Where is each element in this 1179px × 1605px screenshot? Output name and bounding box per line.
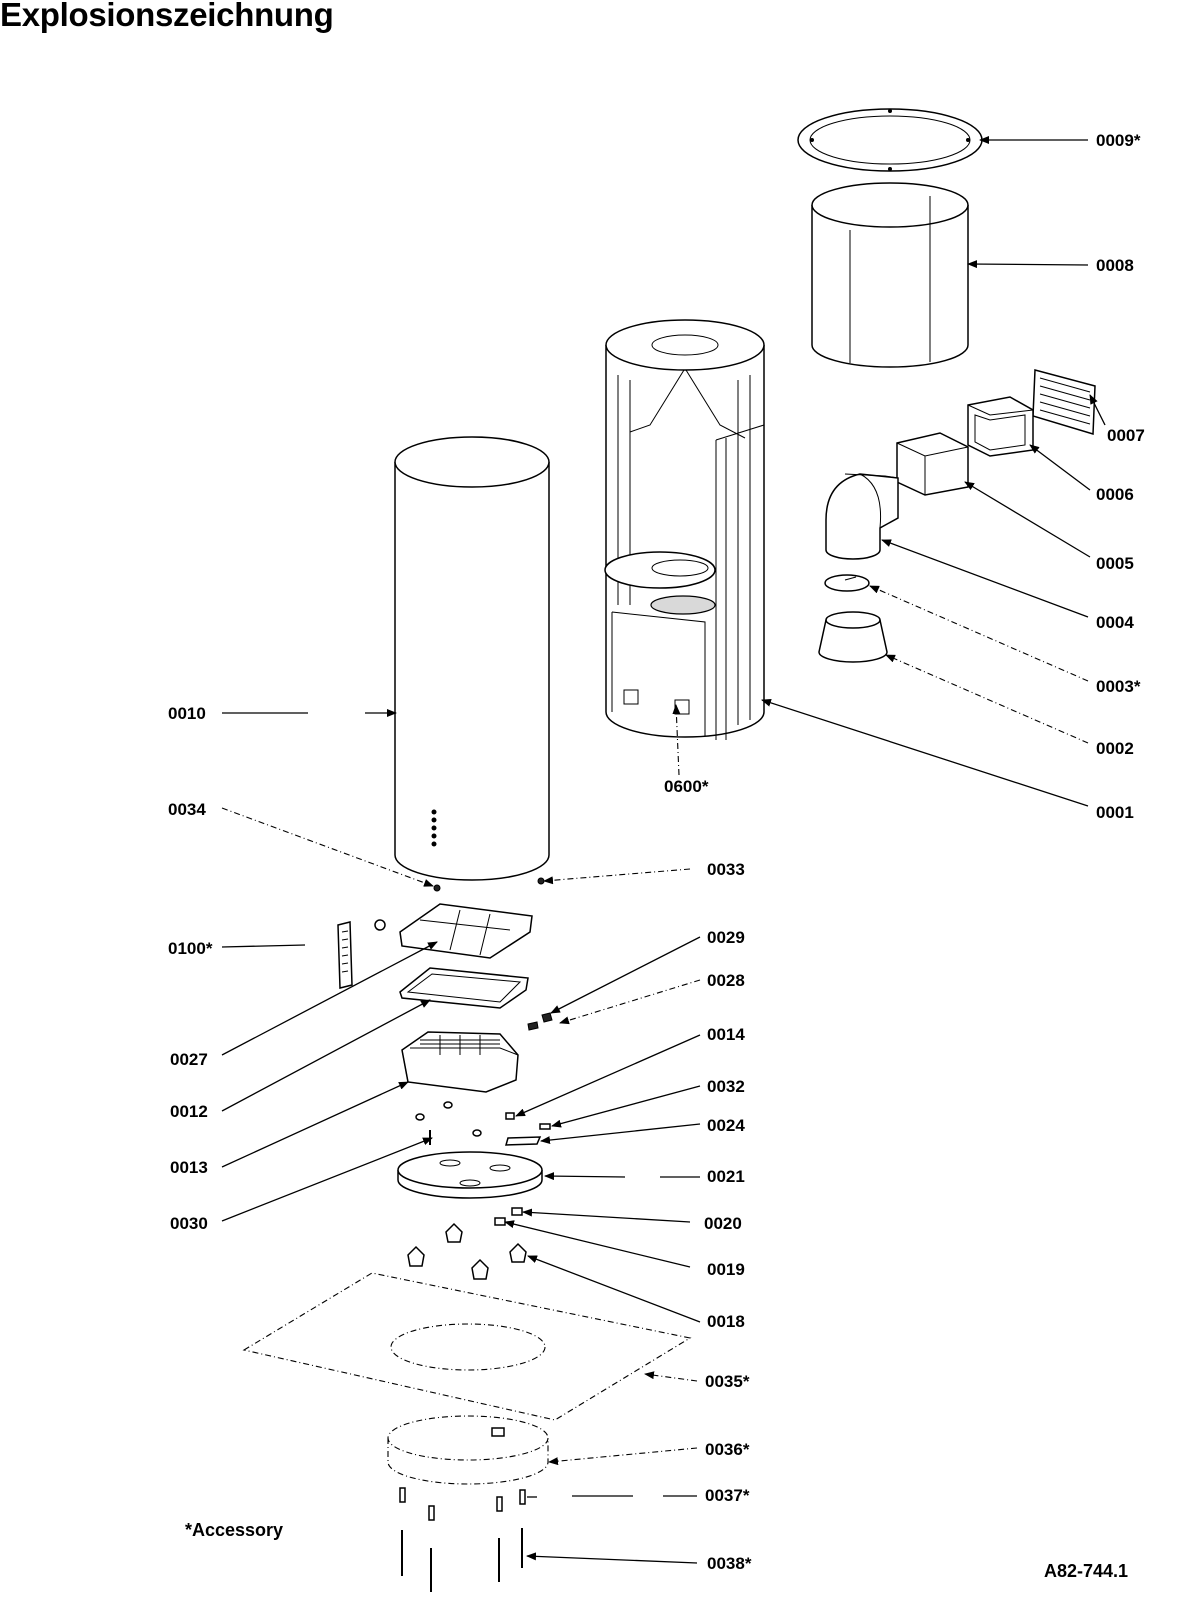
part-0012-plate (399, 967, 529, 1009)
part-0014-clip (505, 1112, 515, 1120)
part-0009-ring (797, 108, 983, 172)
part-0001-frame (604, 319, 765, 740)
part-0038-screws (401, 1528, 523, 1592)
part-0024-board (504, 1136, 542, 1146)
label-0009: 0009* (1096, 131, 1141, 150)
label-0024: 0024 (707, 1116, 745, 1135)
part-0005-duct (896, 432, 969, 496)
part-0027-filter (399, 903, 533, 959)
label-0037: 0037* (705, 1486, 750, 1505)
control-indicator-dots (431, 809, 437, 847)
part-knob (374, 919, 386, 931)
part-0021-base (397, 1151, 543, 1199)
leader-lines (221, 136, 1106, 1564)
part-0007-grille (1032, 369, 1096, 435)
label-0033: 0033 (707, 860, 745, 879)
label-0032: 0032 (707, 1077, 745, 1096)
part-0020-switch (511, 1207, 523, 1216)
part-0100-remote (337, 921, 353, 989)
label-0028: 0028 (707, 971, 745, 990)
accessory-note: *Accessory (185, 1520, 283, 1540)
label-0007: 0007 (1107, 426, 1145, 445)
label-0100: 0100* (168, 939, 213, 958)
label-0029: 0029 (707, 928, 745, 947)
label-0013: 0013 (170, 1158, 208, 1177)
part-0033-screw (537, 877, 545, 885)
part-0028-connector (527, 1021, 539, 1031)
label-0038: 0038* (707, 1554, 752, 1573)
part-0036-ring (387, 1415, 549, 1485)
label-0002: 0002 (1096, 739, 1134, 758)
part-0010-tube (394, 436, 550, 881)
label-0014: 0014 (707, 1025, 745, 1044)
part-0037-plugs (399, 1487, 526, 1521)
part-0035-plate (242, 1272, 692, 1421)
part-0004-elbow (825, 473, 899, 560)
label-0600: 0600* (664, 777, 709, 796)
part-0002-adapter (818, 611, 888, 663)
part-0018-lamps (407, 1222, 527, 1280)
label-0036: 0036* (705, 1440, 750, 1459)
label-0020: 0020 (704, 1214, 742, 1233)
label-0006: 0006 (1096, 485, 1134, 504)
label-0001: 0001 (1096, 803, 1134, 822)
part-0034-screw (433, 884, 441, 892)
part-spacer (415, 1113, 425, 1121)
part-0029-connector (541, 1012, 553, 1023)
label-0034: 0034 (168, 800, 206, 819)
part-0008-sleeve (811, 182, 969, 368)
label-0019: 0019 (707, 1260, 745, 1279)
label-0018: 0018 (707, 1312, 745, 1331)
label-0035: 0035* (705, 1372, 750, 1391)
part-0032-bracket (539, 1123, 551, 1130)
page-title: Explosionszeichnung (0, 0, 334, 33)
label-0010: 0010 (168, 704, 206, 723)
part-0003-disc (824, 574, 870, 592)
label-0008: 0008 (1096, 256, 1134, 275)
label-0030: 0030 (170, 1214, 208, 1233)
label-0003: 0003* (1096, 677, 1141, 696)
label-0021: 0021 (707, 1167, 745, 1186)
part-0019-switch (494, 1217, 506, 1226)
part-spacer (472, 1129, 482, 1137)
part-0006-damper-box (967, 396, 1034, 457)
part-0013-housing (401, 1031, 519, 1093)
part-labels: 0009* 0008 0007 0006 0005 0004 0003* 000… (168, 131, 1145, 1573)
drawing-number: A82-744.1 (1044, 1561, 1128, 1581)
part-spacer (443, 1101, 453, 1109)
label-0004: 0004 (1096, 613, 1134, 632)
label-0027: 0027 (170, 1050, 208, 1069)
label-0012: 0012 (170, 1102, 208, 1121)
label-0005: 0005 (1096, 554, 1134, 573)
